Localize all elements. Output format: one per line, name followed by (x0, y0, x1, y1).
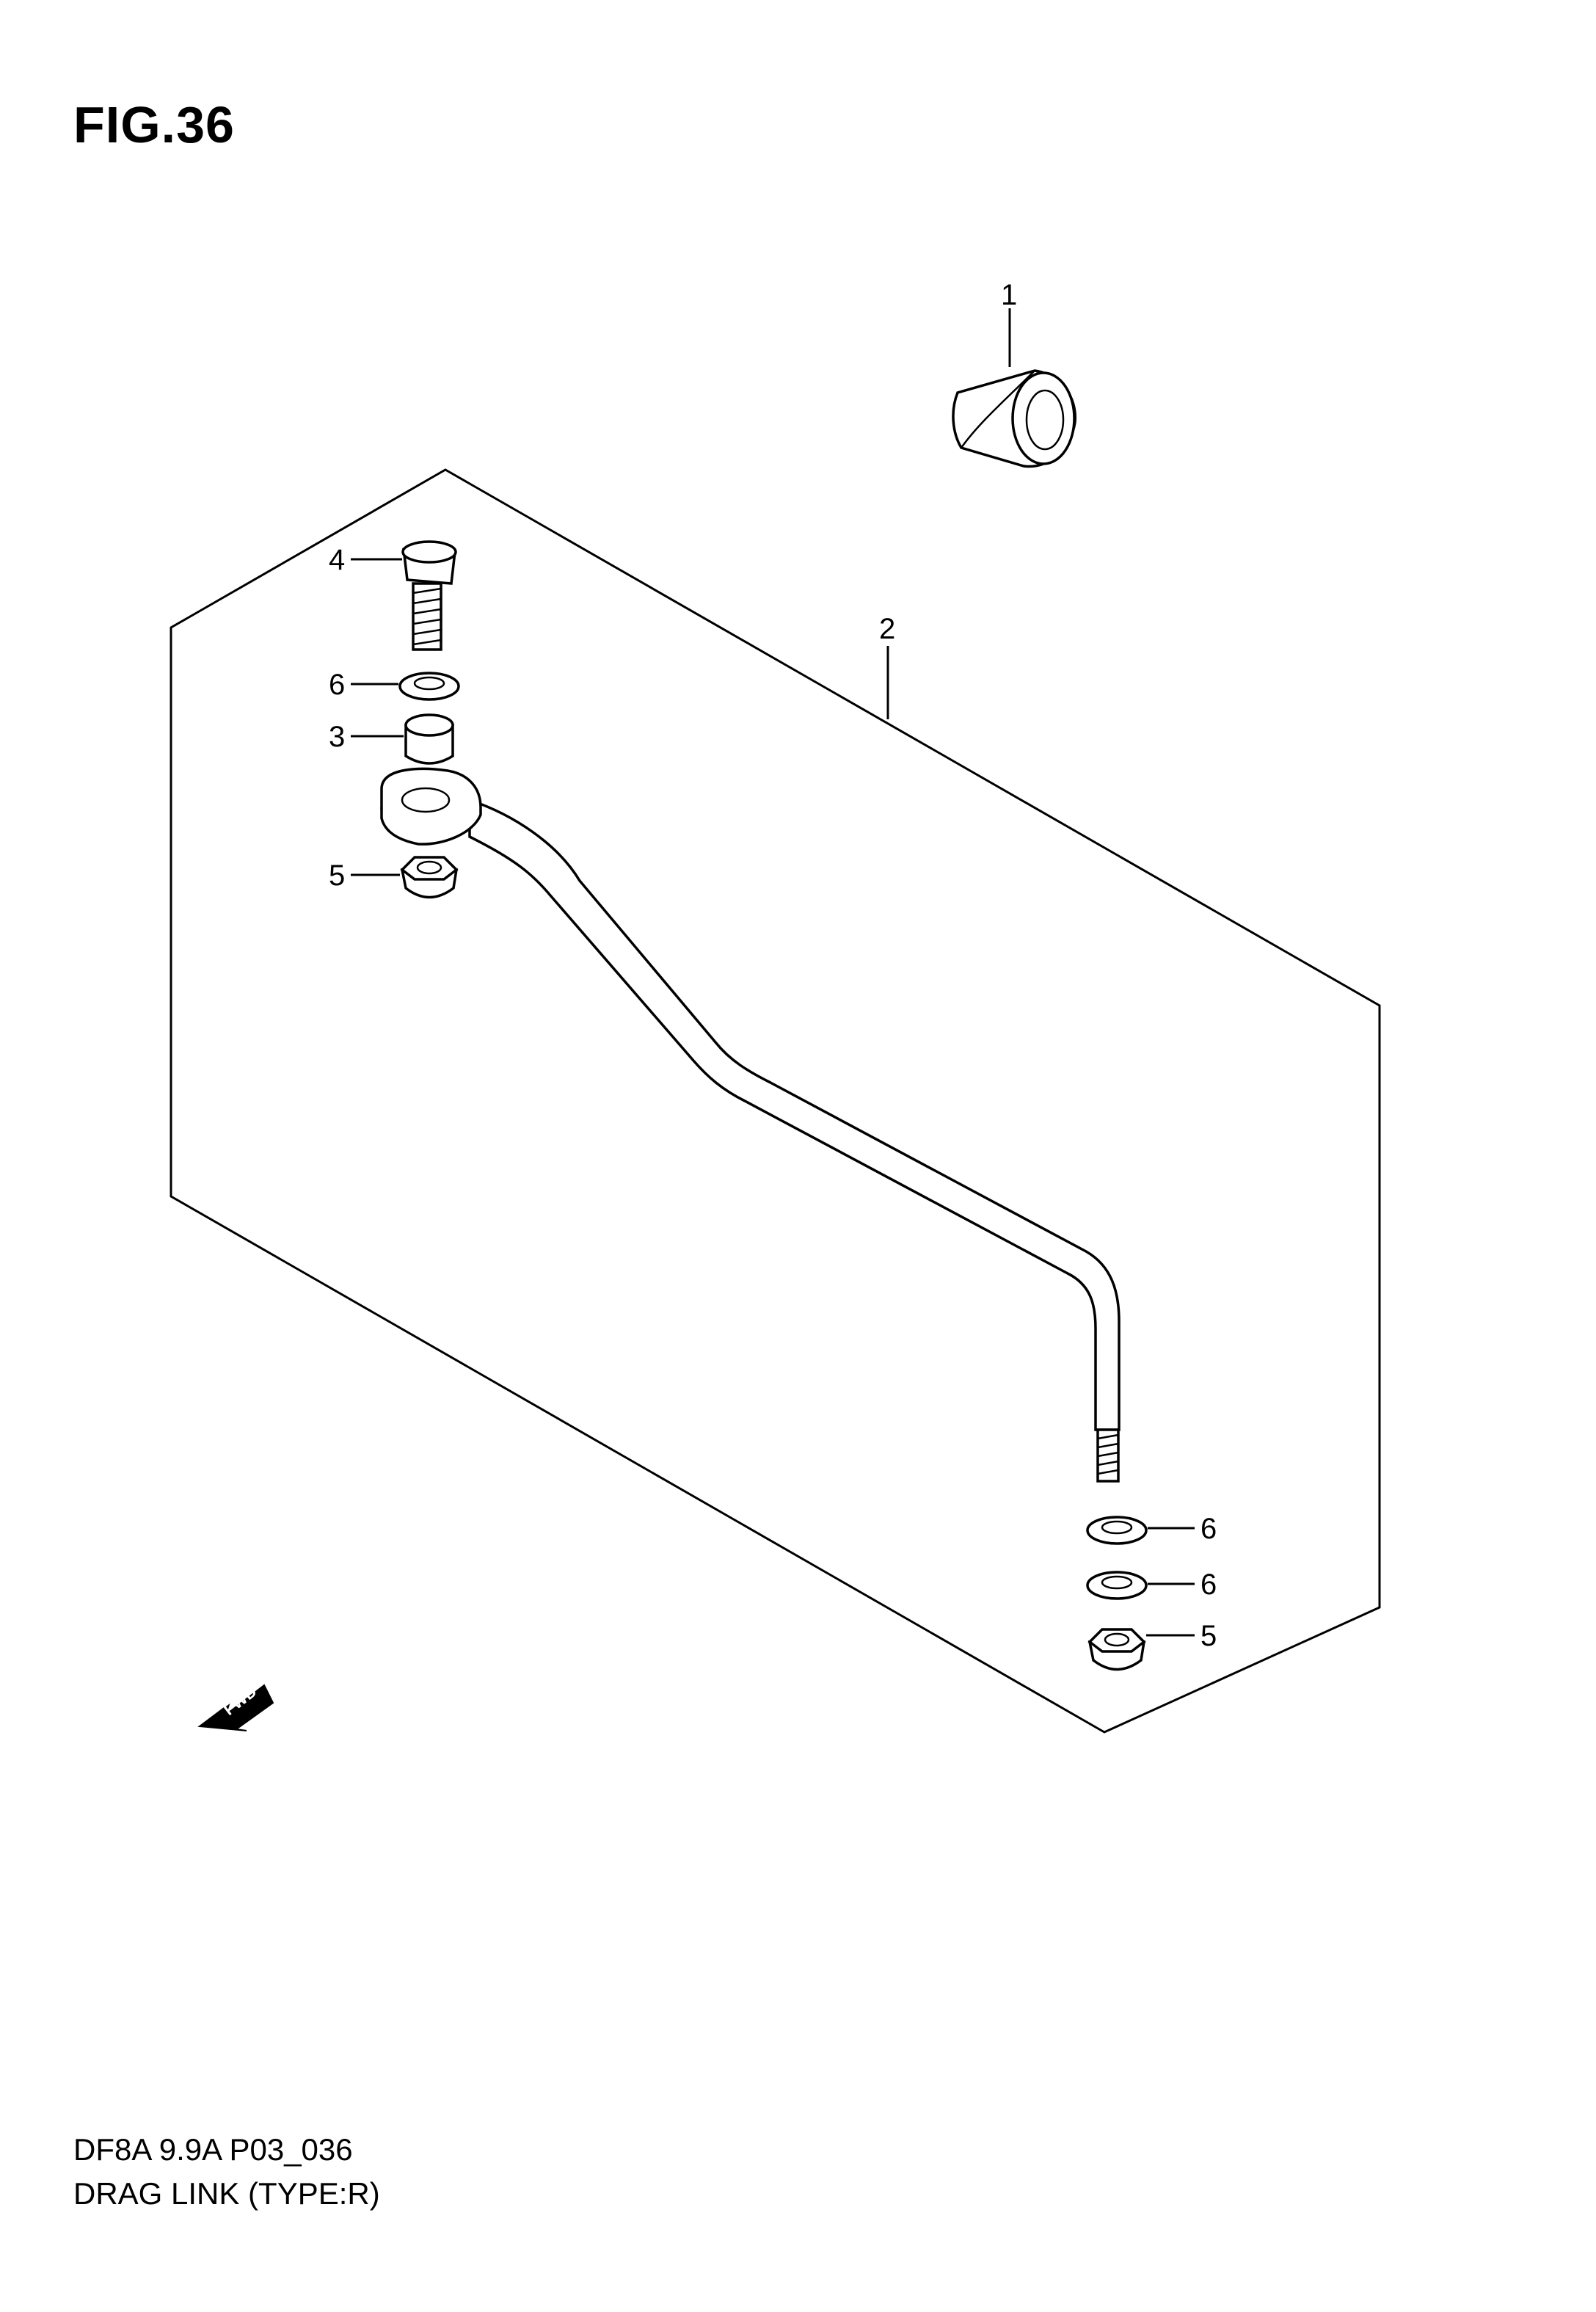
assembly-outline (170, 468, 1381, 1734)
part-1-collar[interactable] (952, 369, 1076, 468)
fwd-arrow-icon: FWD (197, 1682, 274, 1731)
part-4-bolt[interactable] (401, 540, 457, 651)
callout-6-mid: 6 (1200, 1513, 1217, 1545)
model-code: DF8A 9.9A P03_036 (73, 2132, 353, 2167)
callout-3: 3 (329, 721, 345, 753)
callout-6-bottom: 6 (1200, 1568, 1217, 1601)
part-6-washer-top[interactable] (398, 672, 460, 701)
callout-5-top: 5 (329, 859, 345, 892)
part-5-nut-top[interactable] (400, 856, 459, 899)
part-3-spacer[interactable] (404, 713, 454, 765)
callout-2: 2 (879, 613, 895, 645)
part-2-drag-link[interactable] (380, 767, 1121, 1483)
part-5-nut-bottom[interactable] (1087, 1628, 1146, 1671)
callout-1: 1 (1001, 279, 1017, 311)
figure-title: FIG.36 (73, 96, 235, 153)
callout-6-top: 6 (329, 669, 345, 701)
section-title: DRAG LINK (TYPE:R) (73, 2176, 380, 2211)
part-6-washer-mid[interactable] (1086, 1516, 1148, 1545)
part-6-washer-bottom[interactable] (1086, 1571, 1148, 1600)
callout-4: 4 (329, 544, 345, 576)
callout-5-bottom: 5 (1200, 1620, 1217, 1652)
